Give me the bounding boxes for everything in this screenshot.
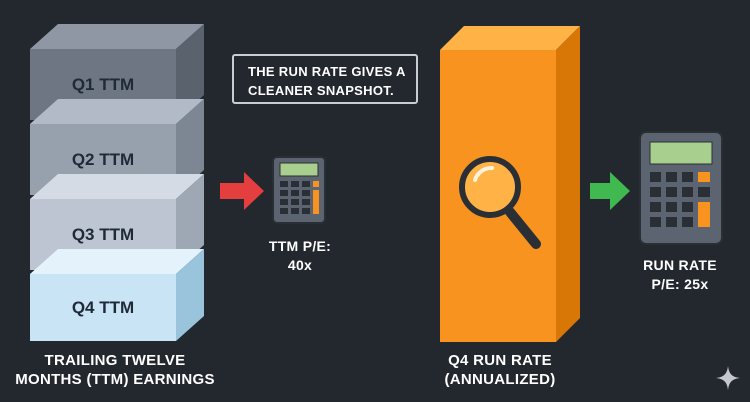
- q3-block: [30, 174, 204, 270]
- run-rate-caption-line2: (ANNUALIZED): [444, 371, 556, 388]
- run-rate-pe-line2: P/E: 25x: [651, 276, 709, 292]
- q3-label: Q3 TTM: [71, 225, 135, 244]
- callout-line2: CLEANER SNAPSHOT.: [248, 83, 394, 98]
- ttm-caption-line1: TRAILING TWELVE: [44, 352, 186, 369]
- green-arrow-icon: [590, 172, 630, 210]
- q1-label: Q1 TTM: [71, 75, 135, 94]
- ttm-pe-line2: 40x: [287, 257, 313, 273]
- run-rate-pe-result: RUN RATE P/E: 25x: [630, 256, 730, 294]
- magnifying-glass-icon: [459, 156, 541, 249]
- q2-label: Q2 TTM: [71, 150, 135, 169]
- ttm-pe-result: TTM P/E: 40x: [250, 237, 350, 275]
- callout-line1: THE RUN RATE GIVES A: [248, 64, 406, 79]
- q4-run-rate-block: [440, 26, 580, 342]
- calculator-icon-large: [639, 131, 723, 245]
- callout-box: THE RUN RATE GIVES A CLEANER SNAPSHOT.: [232, 54, 418, 104]
- run-rate-pe-line1: RUN RATE: [643, 257, 717, 273]
- q4-block: [30, 249, 204, 341]
- sparkle-icon: [716, 366, 740, 390]
- ttm-stack: [30, 24, 204, 341]
- red-arrow-icon: [220, 172, 264, 210]
- run-rate-caption: Q4 RUN RATE (ANNUALIZED): [420, 351, 580, 389]
- q4-label: Q4 TTM: [71, 298, 135, 317]
- run-rate-caption-line1: Q4 RUN RATE: [448, 352, 552, 369]
- ttm-caption: TRAILING TWELVE MONTHS (TTM) EARNINGS: [0, 351, 230, 389]
- ttm-pe-line1: TTM P/E:: [268, 238, 332, 254]
- calculator-icon-small: [272, 156, 326, 224]
- ttm-caption-line2: MONTHS (TTM) EARNINGS: [15, 371, 215, 388]
